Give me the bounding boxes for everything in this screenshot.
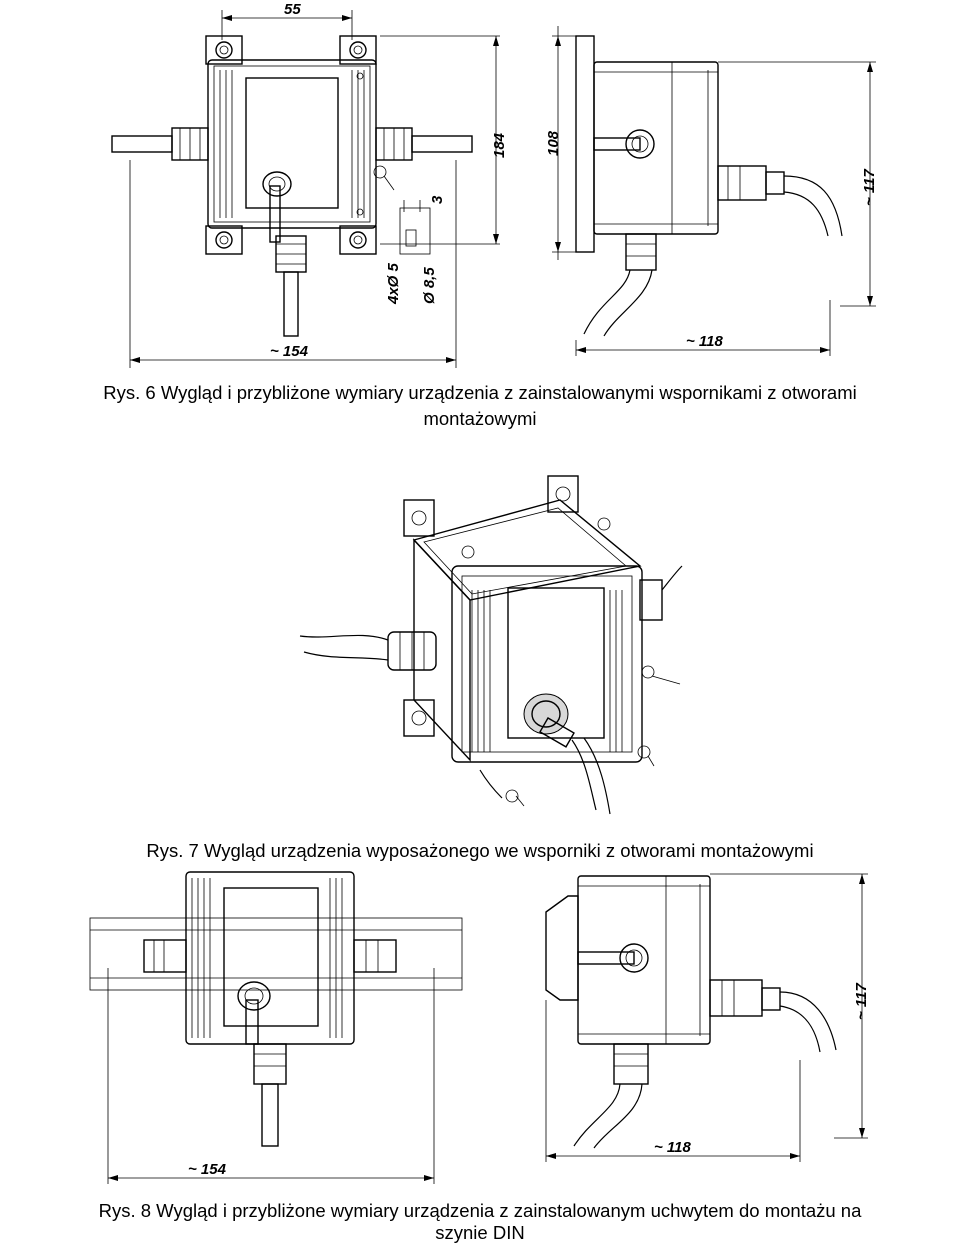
- fig8-caption-line1: Rys. 8 Wygląd i przybliżone wymiary urzą…: [98, 1200, 862, 1221]
- fig8-dim-154: ~ 154: [188, 1161, 227, 1178]
- dim-holes: 4xØ 5: [385, 262, 402, 305]
- fig6-caption-line2: montażowymi: [423, 408, 537, 429]
- dim-55: 55: [284, 1, 301, 18]
- dim-154: ~ 154: [270, 343, 309, 360]
- dim-118: ~ 118: [686, 333, 723, 350]
- fig6-side-view: 108 ~ 117 ~ 118: [545, 26, 878, 356]
- fig8-caption-line2: szynie DIN: [435, 1222, 525, 1243]
- fig6-front-view: 55: [111, 1, 508, 368]
- fig8-dim-117: ~ 117: [853, 983, 870, 1020]
- dim-184: 184: [491, 132, 508, 158]
- fig6-caption-line1: Rys. 6 Wygląd i przybliżone wymiary urzą…: [103, 382, 857, 403]
- fig8-dim-118: ~ 118: [654, 1139, 691, 1156]
- dim-3: 3: [429, 195, 446, 204]
- dim-117: ~ 117: [861, 169, 878, 206]
- fig7-isometric-view: [299, 475, 683, 815]
- fig8-side-view: ~ 117 ~ 118: [545, 873, 870, 1162]
- dim-108: 108: [545, 130, 562, 156]
- fig7-caption: Rys. 7 Wygląd urządzenia wyposażonego we…: [146, 840, 814, 861]
- fig8-front-view: ~ 154: [89, 871, 463, 1184]
- dim-hole-slot: Ø 8,5: [421, 267, 438, 304]
